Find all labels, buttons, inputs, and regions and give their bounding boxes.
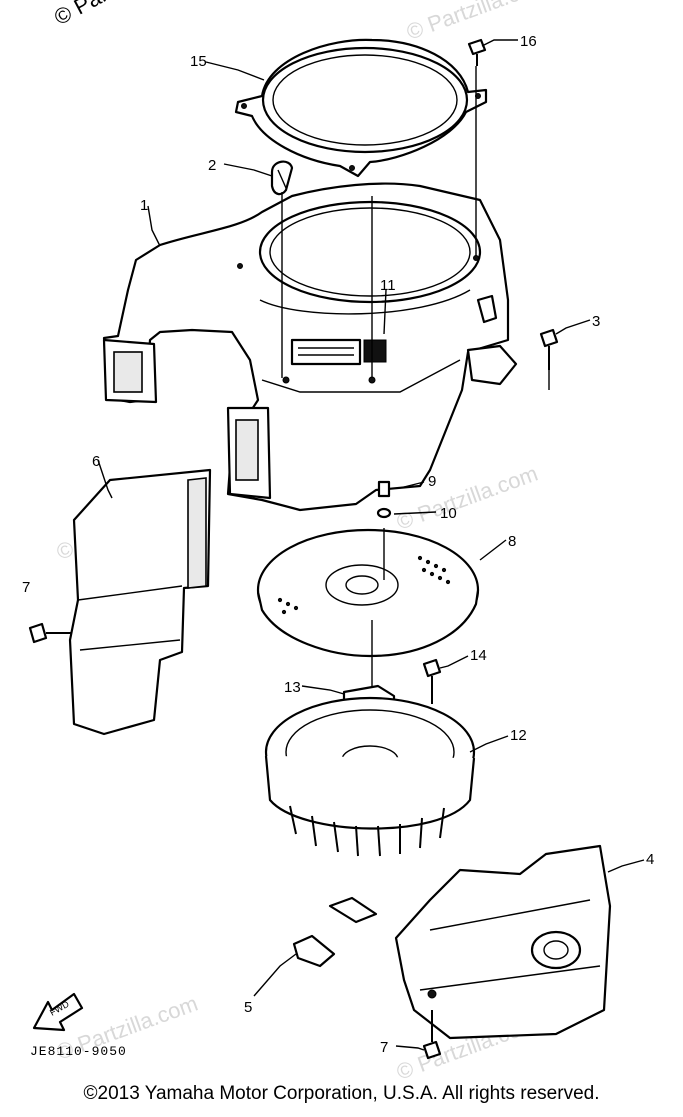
- part-5-clip: [292, 896, 378, 968]
- callout-16: 16: [520, 33, 537, 50]
- part-10-washer: [376, 507, 392, 519]
- callout-4: 4: [646, 851, 654, 868]
- callout-1: 1: [140, 197, 148, 214]
- callout-8: 8: [508, 533, 516, 550]
- callout-2: 2: [208, 157, 216, 174]
- vent-holes: [277, 555, 451, 615]
- callout-12: 12: [510, 727, 527, 744]
- part-15-shroud-ring: [234, 38, 488, 178]
- part-7-bolt-bottom: [422, 1010, 442, 1060]
- callout-15: 15: [190, 53, 207, 70]
- part-7-bolt-left: [28, 622, 72, 644]
- callout-9: 9: [428, 473, 436, 490]
- part-16-bolt: [467, 38, 487, 66]
- part-9-bolt: [377, 480, 391, 498]
- callout-14: 14: [470, 647, 487, 664]
- part-12-fan: [264, 696, 476, 857]
- callout-7-left: 7: [22, 579, 30, 596]
- part-1-blower-housing: [102, 182, 518, 512]
- callout-6: 6: [92, 453, 100, 470]
- callout-10: 10: [440, 505, 457, 522]
- callout-5: 5: [244, 999, 252, 1016]
- callout-13: 13: [284, 679, 301, 696]
- callout-11: 11: [380, 277, 396, 294]
- part-4-lower-cover: [394, 844, 612, 1040]
- part-8-flywheel: [256, 528, 480, 658]
- callout-numbers: 15 16 2 1 3 11 9 10 8 6 7 14 13 12 4 5 7: [22, 33, 654, 1056]
- leader-lines: [97, 39, 645, 1051]
- part-2-clip: [270, 160, 294, 196]
- part-3-bolt: [539, 328, 559, 370]
- fan-fins: [289, 805, 445, 857]
- diagram-code: JE8110-9050: [30, 1044, 127, 1059]
- part-6-side-cover: [68, 468, 212, 736]
- copyright-notice: ©2013 Yamaha Motor Corporation, U.S.A. A…: [83, 1083, 600, 1104]
- callout-7-bottom: 7: [380, 1039, 388, 1056]
- part-14-bolt: [422, 658, 442, 704]
- callout-3: 3: [592, 313, 600, 330]
- fwd-arrow: FWD: [32, 992, 84, 1032]
